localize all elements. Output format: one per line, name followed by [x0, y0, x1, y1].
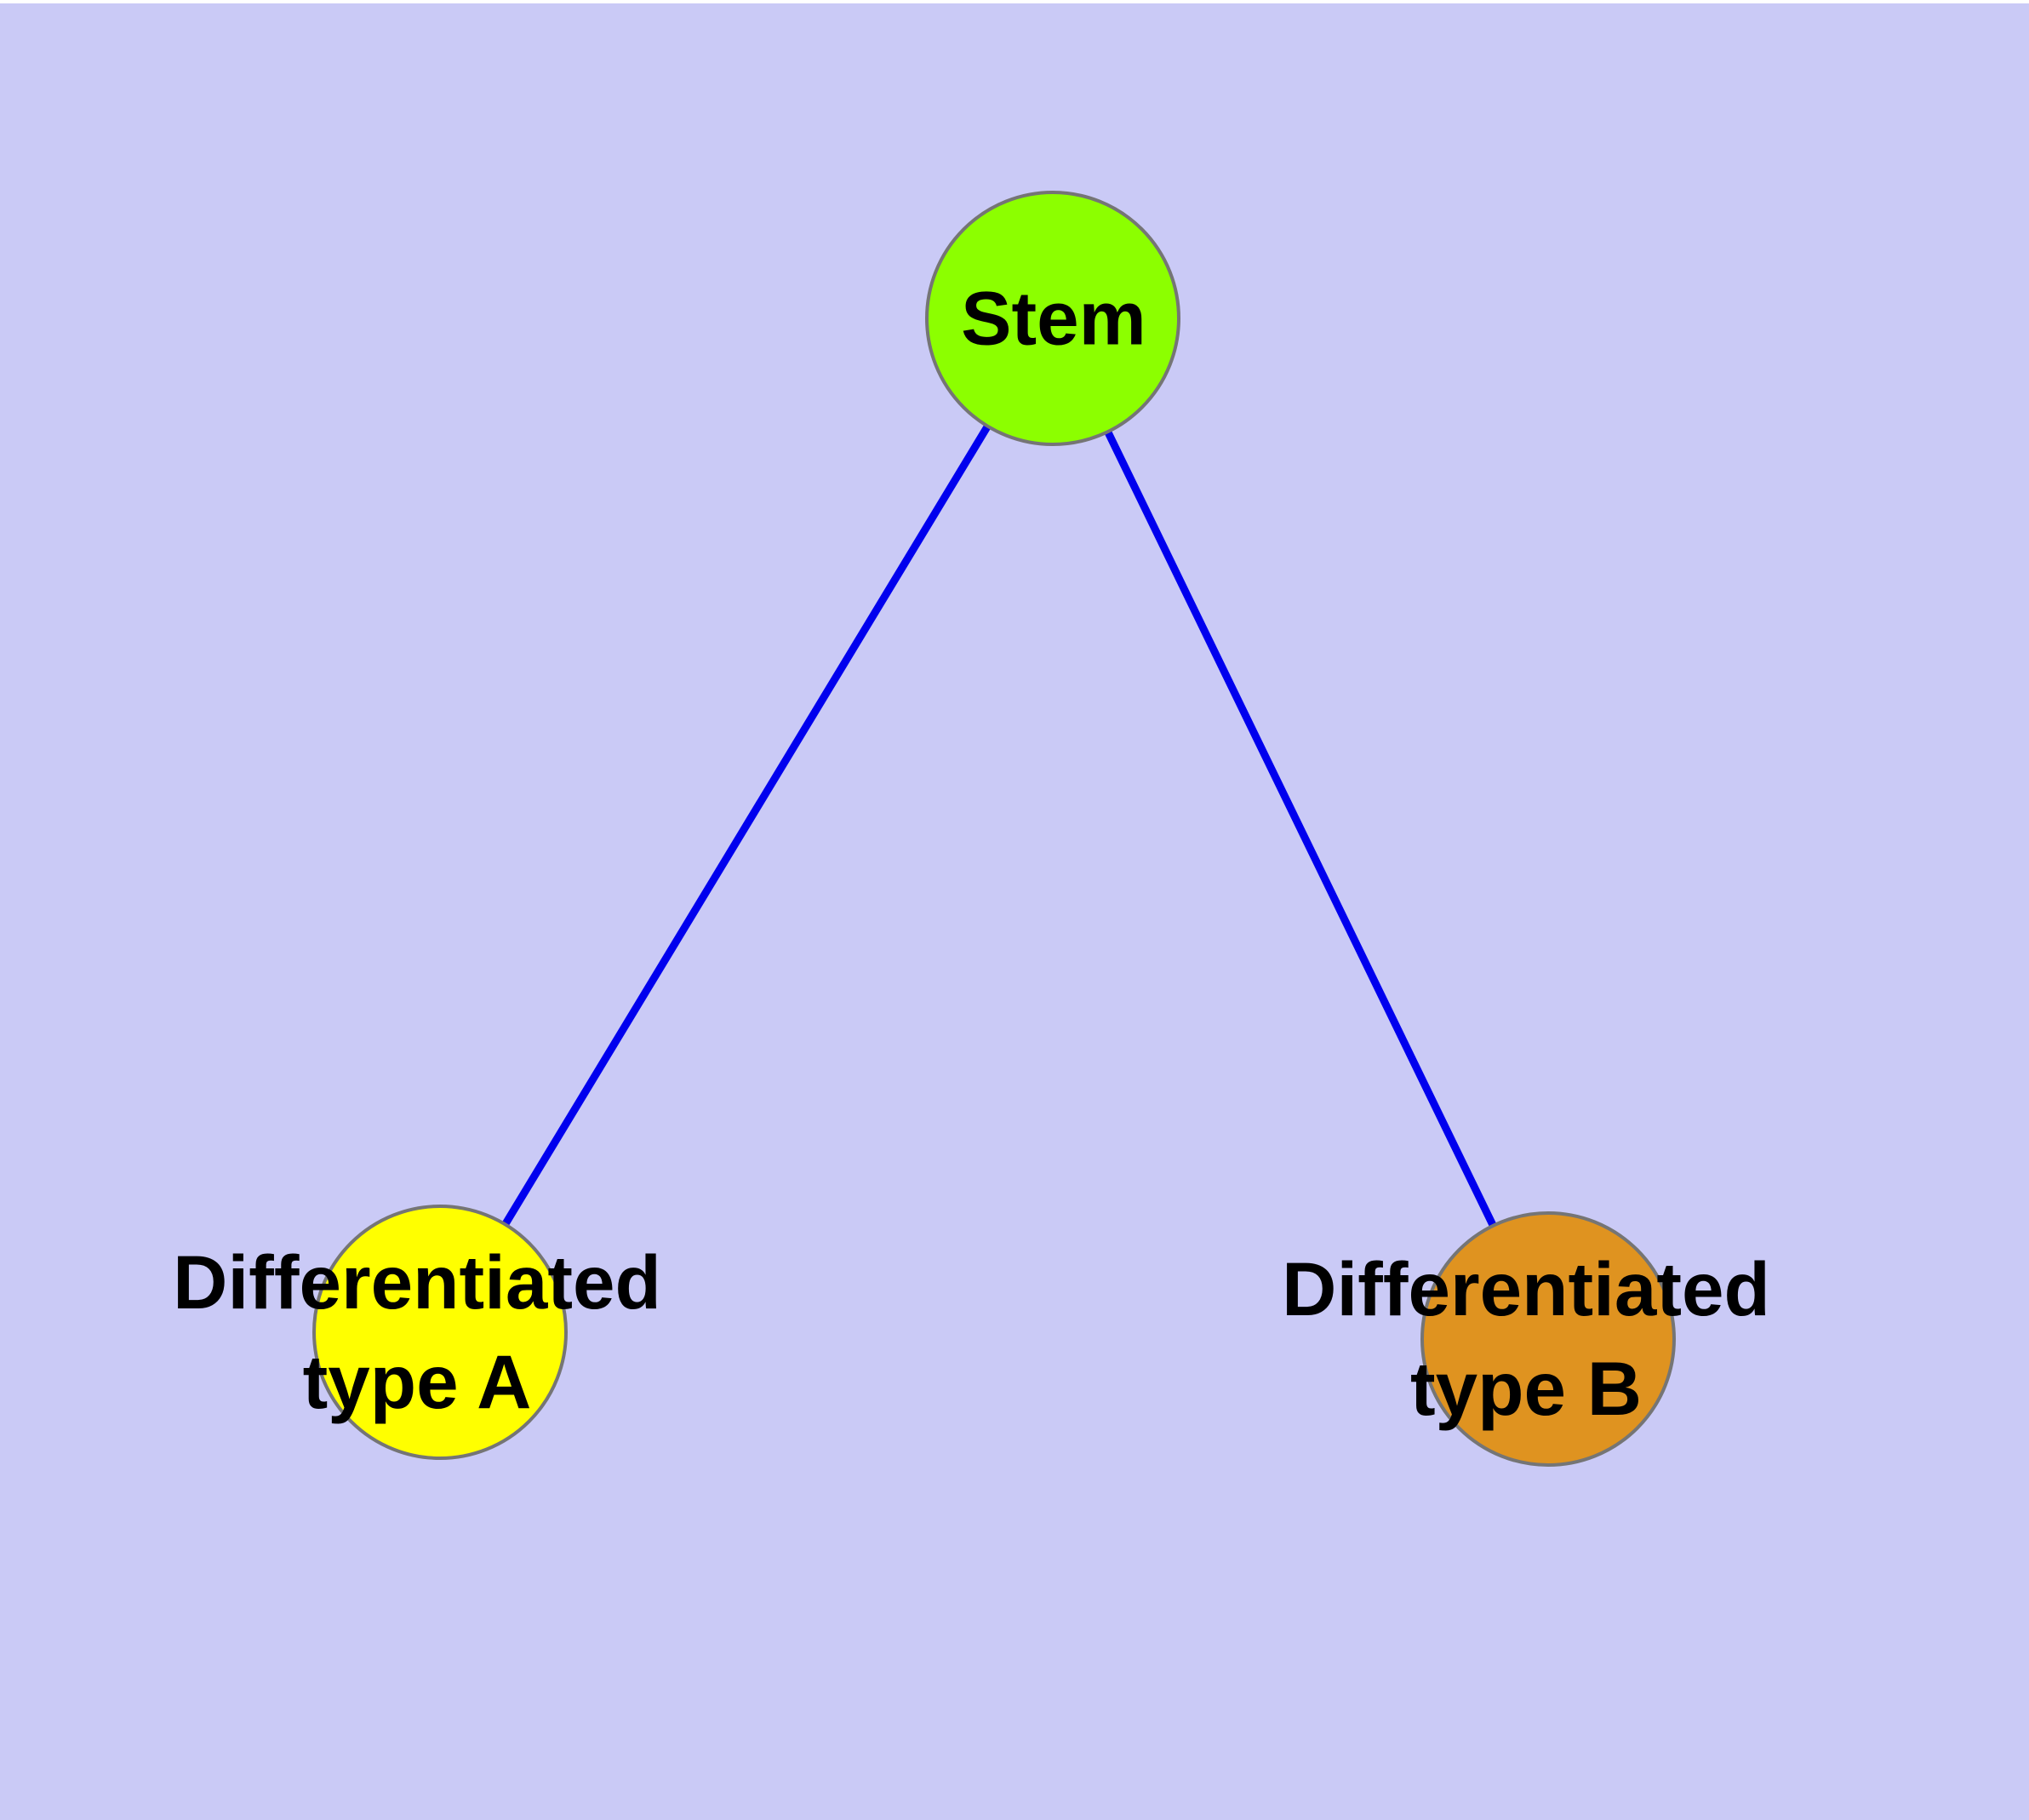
node-type-b-label: Differentiated type B	[1282, 1239, 1770, 1439]
node-type-b-label-line1: Differentiated	[1282, 1246, 1770, 1331]
top-margin	[0, 0, 2029, 3]
node-type-a-circle	[312, 1205, 568, 1460]
node-type-b-label-line2: type B	[1409, 1346, 1642, 1431]
node-type-a-label-line2: type A	[302, 1339, 532, 1424]
diagram-canvas: Stem Differentiated type A Differentiate…	[0, 3, 2029, 1820]
node-type-a-label-line1: Differentiated	[173, 1239, 661, 1325]
node-type-a-label: Differentiated type A	[173, 1233, 661, 1432]
graph-svg	[0, 3, 2029, 1820]
edge-stem-to-type-b	[1049, 317, 1552, 1341]
node-stem-circle	[925, 191, 1180, 446]
node-type-b-circle	[1420, 1211, 1676, 1467]
edge-stem-to-type-a	[437, 316, 1056, 1335]
node-stem-label: Stem	[961, 275, 1146, 361]
